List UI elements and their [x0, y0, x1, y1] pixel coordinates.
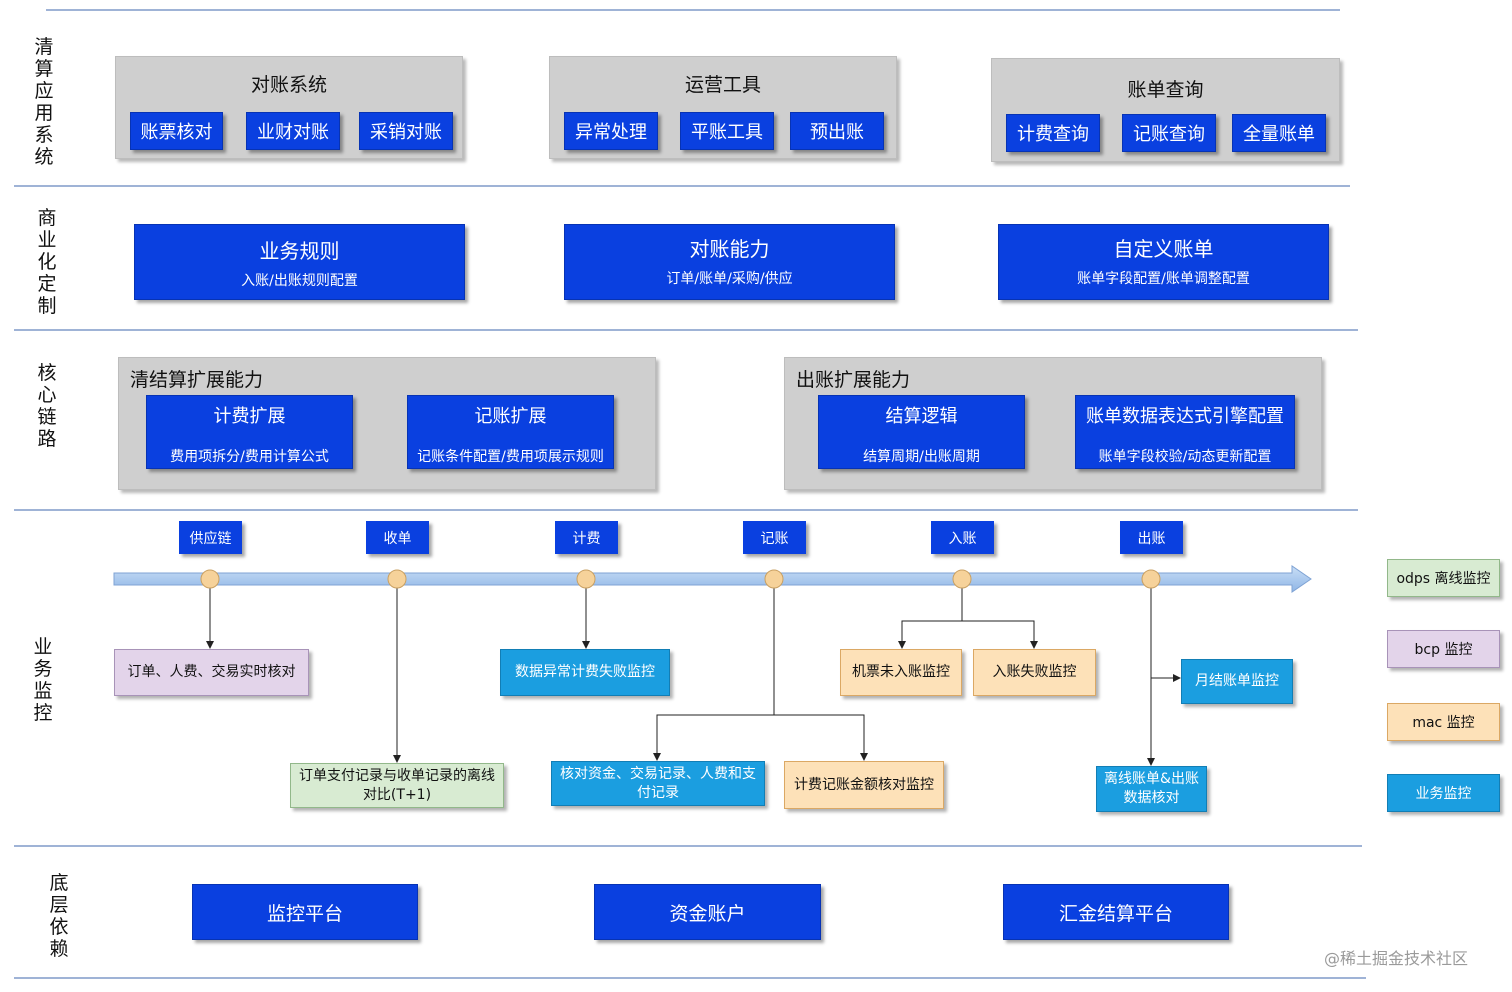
core-box-subtitle: 账单字段校验/动态更新配置	[1098, 449, 1272, 465]
base-box-monitor-platform: 监控平台	[192, 884, 418, 940]
monitor-payment-offline-compare: 订单支付记录与收单记录的离线对比(T+1)	[290, 763, 504, 808]
core-box-charge-ext: 计费扩展 费用项拆分/费用计算公式	[146, 395, 353, 469]
separator-line	[14, 185, 1350, 187]
timeline-node	[1141, 569, 1161, 589]
core-box-title: 结算逻辑	[885, 406, 958, 427]
app-button-full-bill[interactable]: 全量账单	[1232, 114, 1326, 152]
biz-box-reconcile-ability: 对账能力 订单/账单/采购/供应	[564, 224, 895, 300]
layer-label-biz: 商业化定制	[37, 207, 57, 317]
app-button-purchase-reconcile[interactable]: 采销对账	[359, 112, 453, 150]
biz-box-business-rules: 业务规则 入账/出账规则配置	[134, 224, 465, 300]
app-button-finance-reconcile[interactable]: 业财对账	[246, 112, 340, 150]
watermark: @稀土掘金技术社区	[1324, 949, 1469, 968]
biz-box-subtitle: 订单/账单/采购/供应	[666, 271, 793, 287]
connector	[653, 588, 775, 761]
core-group-title: 出账扩展能力	[796, 369, 911, 391]
separator-line	[14, 977, 1366, 979]
biz-box-subtitle: 入账/出账规则配置	[241, 273, 358, 289]
biz-box-title: 业务规则	[259, 239, 340, 263]
core-box-accounting-ext: 记账扩展 记账条件配置/费用项展示规则	[407, 395, 614, 469]
legend-bcp: bcp 监控	[1387, 630, 1500, 668]
monitor-offline-bill-check: 离线账单&出账数据核对	[1096, 766, 1207, 812]
timeline-node	[764, 569, 784, 589]
monitor-monthly-bill: 月结账单监控	[1181, 659, 1293, 704]
core-box-expression-engine: 账单数据表达式引擎配置 账单字段校验/动态更新配置	[1075, 395, 1295, 469]
monitor-charge-failure: 数据异常计费失败监控	[500, 649, 670, 696]
biz-box-custom-bill: 自定义账单 账单字段配置/账单调整配置	[998, 224, 1329, 300]
core-box-subtitle: 记账条件配置/费用项展示规则	[417, 449, 604, 465]
core-box-title: 计费扩展	[213, 406, 286, 427]
core-group-title: 清结算扩展能力	[130, 369, 264, 391]
biz-box-title: 自定义账单	[1113, 237, 1214, 261]
monitor-fund-trade-check: 核对资金、交易记录、人费和支付记录	[551, 761, 765, 806]
core-box-title: 记账扩展	[474, 406, 547, 427]
separator-line	[14, 845, 1362, 847]
app-button-pre-billing[interactable]: 预出账	[790, 112, 884, 150]
base-box-fund-account: 资金账户	[594, 884, 821, 940]
app-group-title: 运营工具	[684, 74, 761, 96]
app-button-ticket-check[interactable]: 账票核对	[130, 112, 223, 150]
monitor-flight-unposted: 机票未入账监控	[840, 649, 962, 696]
app-button-charge-query[interactable]: 计费查询	[1006, 114, 1100, 152]
app-button-accounting-query[interactable]: 记账查询	[1122, 114, 1216, 152]
timeline-node	[952, 569, 972, 589]
core-box-subtitle: 费用项拆分/费用计算公式	[170, 449, 329, 465]
separator-line	[14, 329, 1358, 331]
legend-odps-offline: odps 离线监控	[1387, 559, 1500, 597]
biz-box-subtitle: 账单字段配置/账单调整配置	[1077, 271, 1250, 287]
timeline-node	[387, 569, 407, 589]
stage-posting: 入账	[931, 521, 994, 554]
app-group-title: 对账系统	[250, 74, 327, 96]
monitor-charge-amount-check: 计费记账金额核对监控	[784, 761, 944, 809]
stage-accounting: 记账	[743, 521, 806, 554]
core-box-title: 账单数据表达式引擎配置	[1086, 406, 1284, 427]
timeline-arrow	[113, 565, 1312, 593]
app-group-title: 账单查询	[1127, 79, 1204, 101]
connector	[898, 588, 963, 649]
legend-mac: mac 监控	[1387, 703, 1500, 741]
core-box-subtitle: 结算周期/出账周期	[863, 449, 980, 465]
core-box-settle-logic: 结算逻辑 结算周期/出账周期	[818, 395, 1025, 469]
legend-business-monitor: 业务监控	[1387, 774, 1500, 812]
timeline-node	[200, 569, 220, 589]
base-box-settlement-platform: 汇金结算平台	[1003, 884, 1229, 940]
timeline-node	[576, 569, 596, 589]
stage-billing: 出账	[1120, 521, 1183, 554]
separator-line	[14, 509, 1358, 511]
monitor-order-realtime-check: 订单、人费、交易实时核对	[114, 649, 309, 696]
biz-box-title: 对账能力	[689, 237, 770, 261]
layer-label-core: 核心链路	[37, 362, 57, 450]
stage-acquiring: 收单	[366, 521, 429, 554]
stage-supply-chain: 供应链	[179, 521, 242, 554]
separator-line	[46, 9, 1340, 11]
layer-label-app: 清算应用系统	[34, 36, 54, 168]
app-button-balance-tool[interactable]: 平账工具	[680, 112, 774, 150]
connector	[962, 620, 1038, 649]
monitor-posting-failure: 入账失败监控	[973, 649, 1096, 696]
stage-charging: 计费	[555, 521, 618, 554]
app-button-exception-handling[interactable]: 异常处理	[564, 112, 658, 150]
layer-label-base: 底层依赖	[49, 872, 69, 960]
layer-label-monitor: 业务监控	[33, 636, 53, 724]
connector	[774, 714, 868, 761]
